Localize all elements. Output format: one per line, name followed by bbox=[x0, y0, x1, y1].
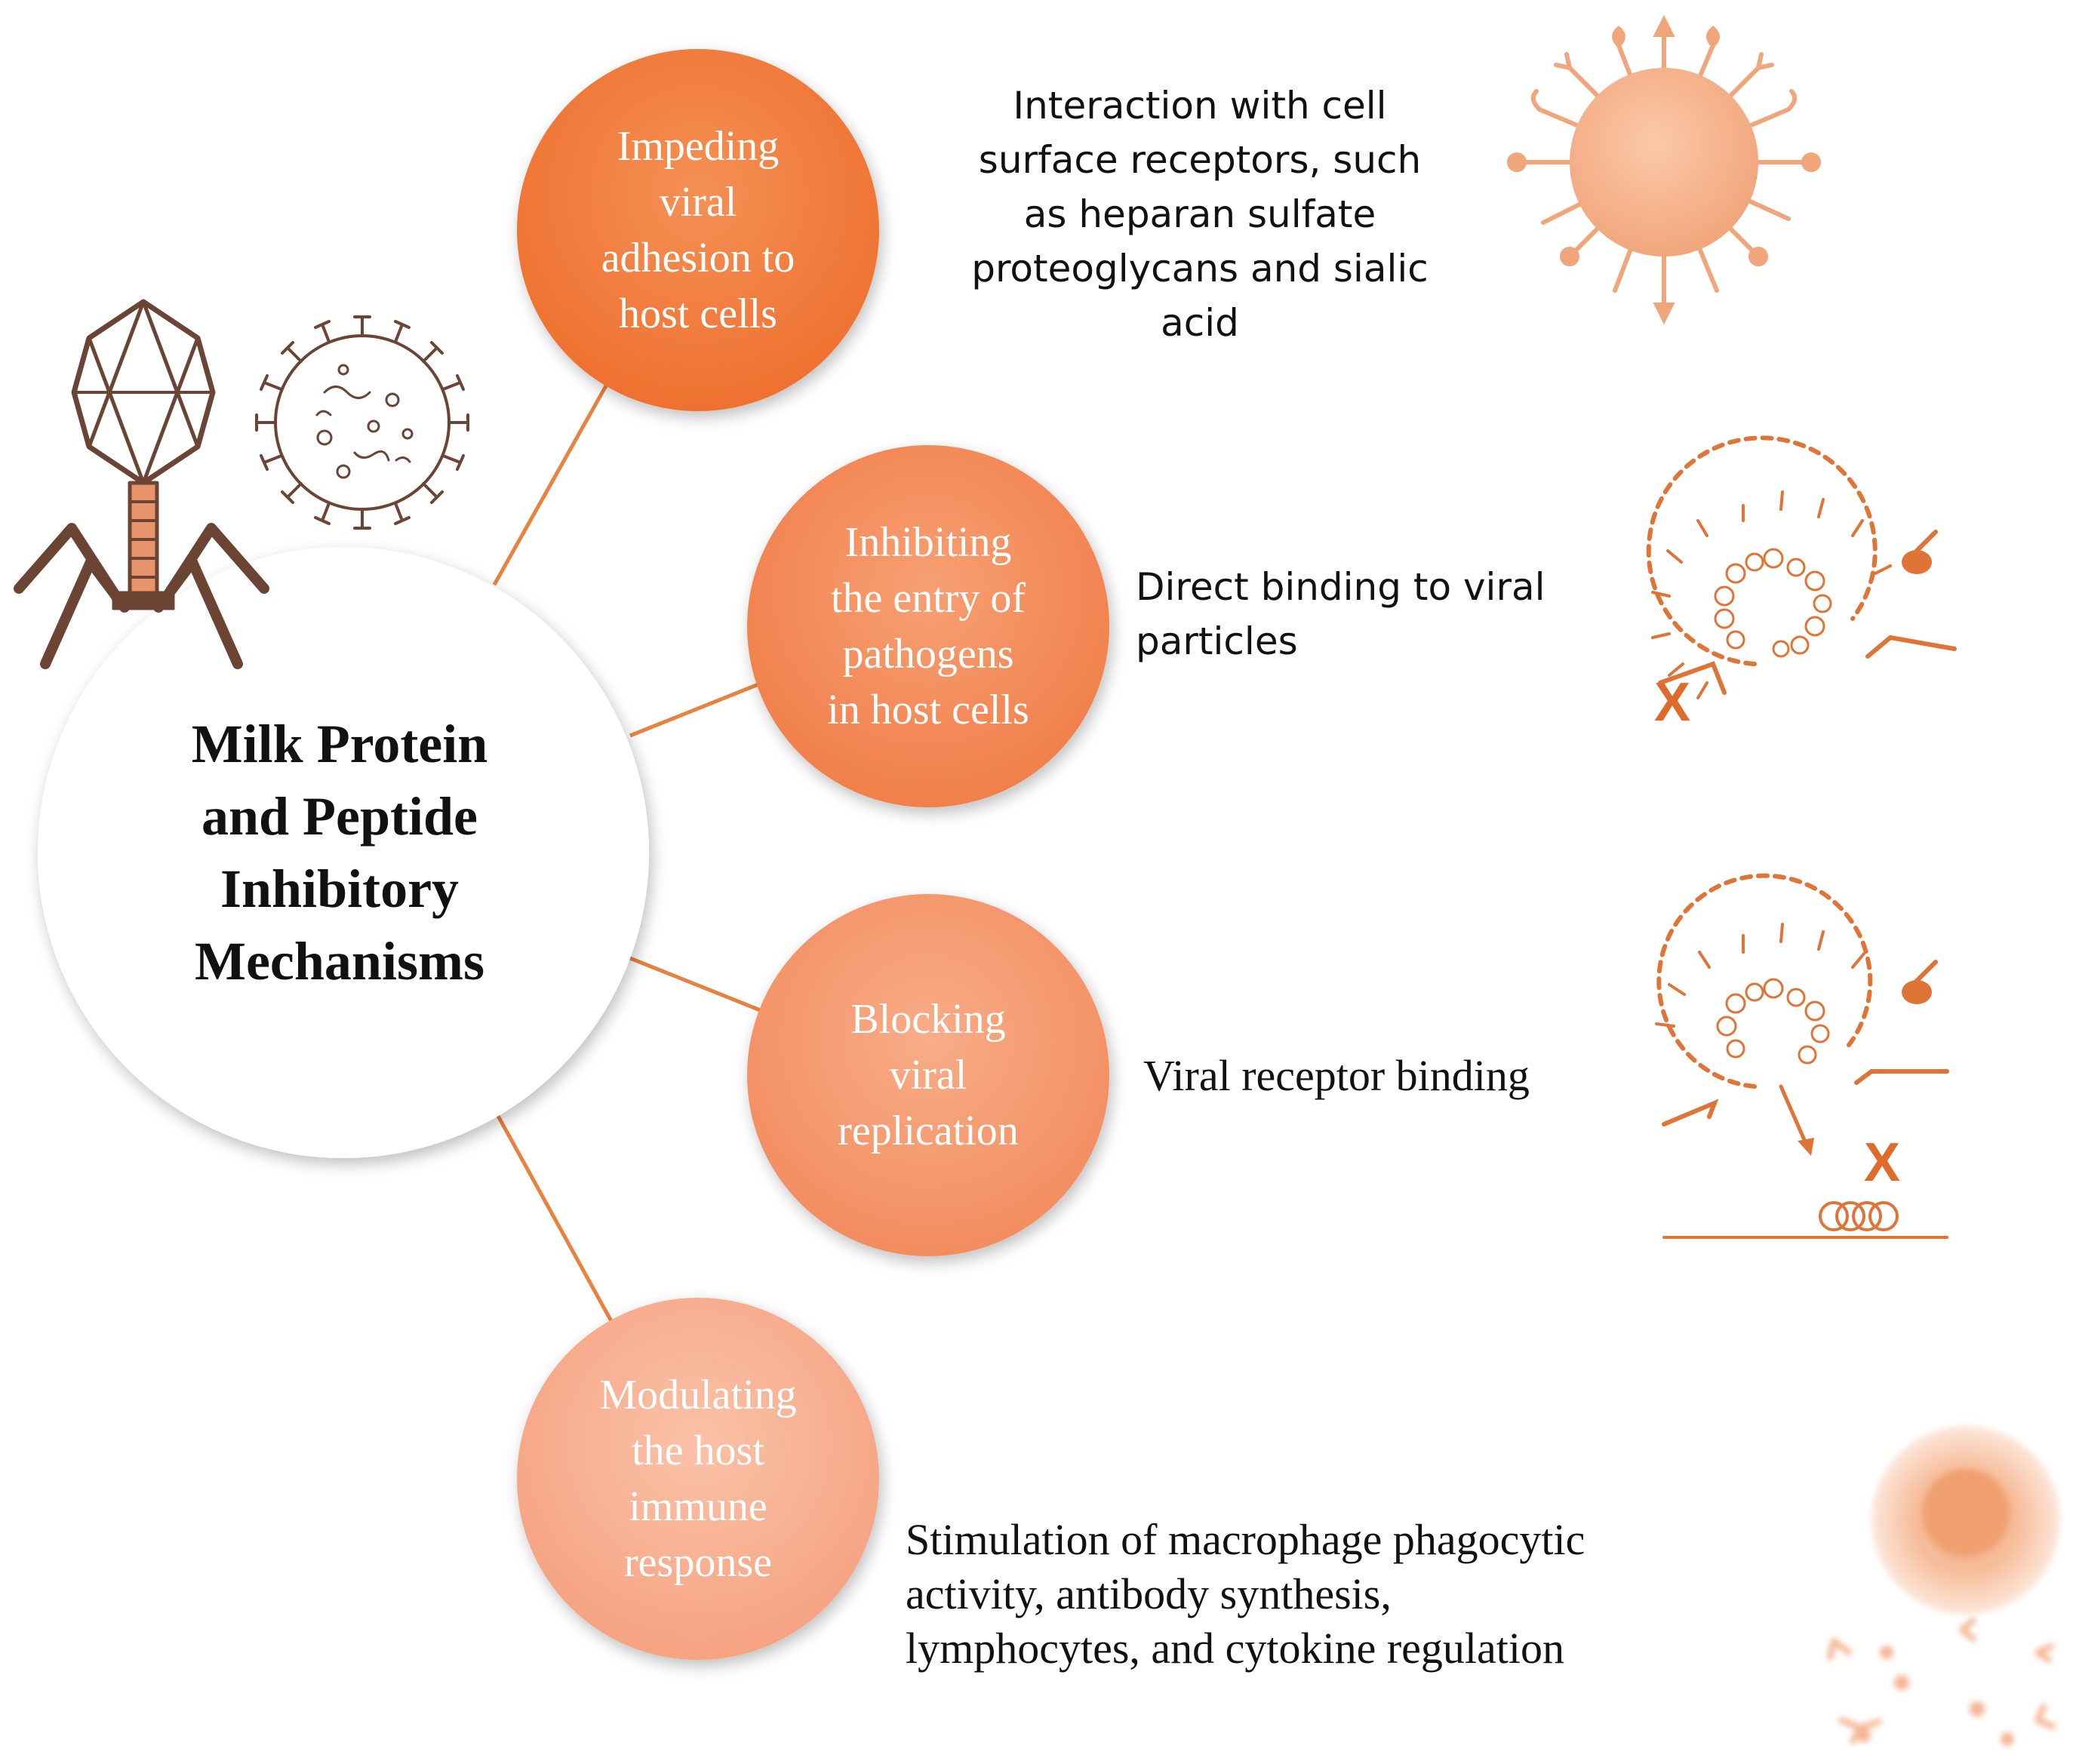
mechanism-description-1: Interaction with cell surface receptors,… bbox=[971, 84, 1429, 345]
connector-3 bbox=[629, 956, 763, 1013]
connector-lines bbox=[492, 368, 763, 1329]
connector-4 bbox=[492, 1108, 617, 1329]
center-circle bbox=[38, 547, 649, 1158]
mechanism-circle-1 bbox=[517, 49, 879, 411]
mechanism-circle-4 bbox=[517, 1298, 879, 1660]
mechanism-description-3: Viral receptor binding bbox=[1143, 1051, 1530, 1100]
viral-entry-blocked-icon: X bbox=[1646, 435, 1957, 733]
mechanism-label-2: Inhibiting the entry of pathogens in hos… bbox=[827, 519, 1029, 733]
mechanism-label-4: Modulating the host immune response bbox=[599, 1372, 797, 1586]
mechanism-description-4: Stimulation of macrophage phagocytic act… bbox=[906, 1515, 1585, 1673]
connector-1 bbox=[492, 368, 617, 586]
virus-icon bbox=[255, 315, 469, 530]
mechanism-circle-2 bbox=[747, 445, 1109, 807]
mechanism-label-3: Blocking viral replication bbox=[838, 996, 1019, 1154]
mechanism-description-2: Direct binding to viral particles bbox=[1136, 565, 1545, 663]
replication-blocked-icon: X bbox=[1655, 873, 1949, 1239]
mechanism-circle-3 bbox=[747, 894, 1109, 1256]
blocked-mark-2: X bbox=[1864, 1132, 1900, 1193]
connector-2 bbox=[629, 681, 763, 738]
receptor-cell-icon bbox=[1507, 14, 1821, 325]
center-title: Milk Protein and Peptide Inhibitory Mech… bbox=[191, 714, 488, 991]
mechanism-label-1: Impeding viral adhesion to host cells bbox=[601, 123, 795, 337]
immune-cell-icon bbox=[1827, 1426, 2060, 1746]
blocked-mark-1: X bbox=[1654, 672, 1690, 733]
bacteriophage-icon bbox=[14, 299, 269, 669]
